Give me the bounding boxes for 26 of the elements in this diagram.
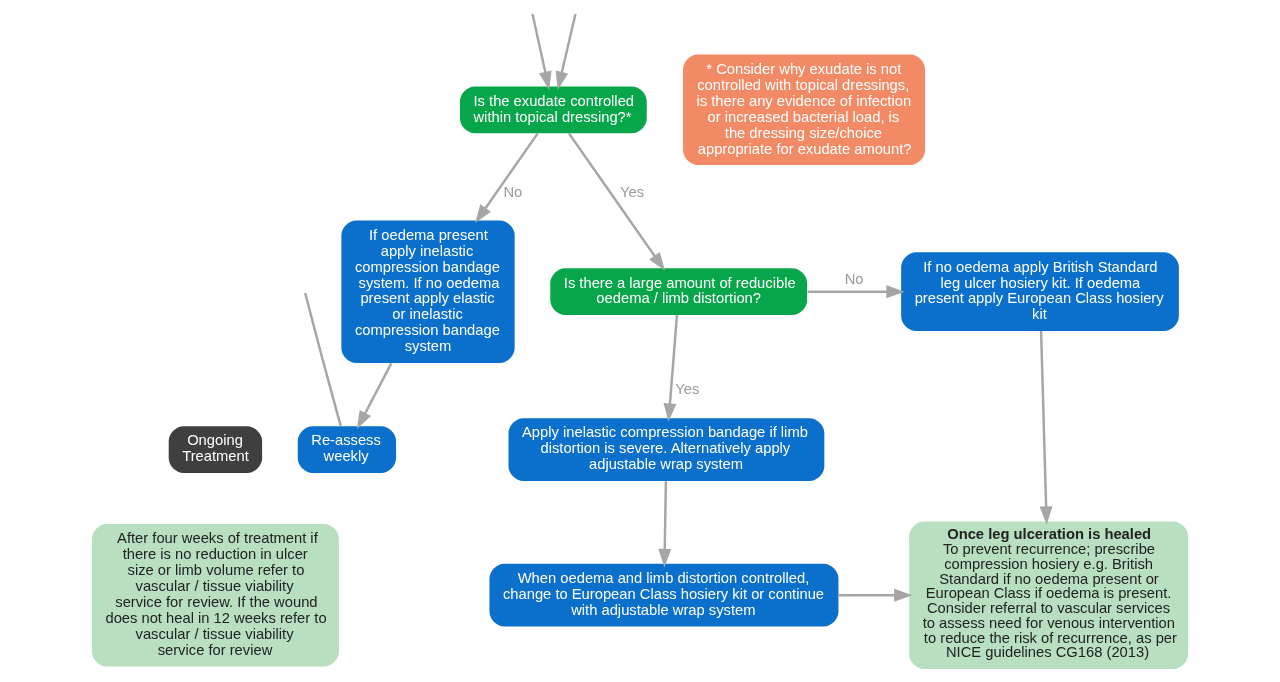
arrow: [658, 481, 672, 568]
node-box: Ongoing Treatment: [168, 426, 263, 473]
arrow: [838, 588, 913, 602]
node-box: After four weeks of treatment if there is no reduction in ulcer size or limb volume refer to vascular / tissue viability service for review. If the wound does not heal in 12 weeks refer to vascular / tissue viability service for review: [91, 523, 339, 667]
arrow: [1039, 331, 1053, 525]
node-box: * Consider why exudate is not controlled with topical dressings, is there any evidence of infection or increased bacterial load, is the dressing size/choice appropriate for exudate amount?: [683, 54, 926, 166]
edge-label: No: [503, 183, 523, 200]
node-box: Apply inelastic compression bandage if limb distortion is severe. Alternatively apply adjustable wrap system: [508, 418, 825, 481]
arrow: [807, 285, 905, 299]
edge-label: Yes: [619, 183, 645, 200]
node-box: Re-assess weekly: [297, 426, 397, 473]
edge-label: Yes: [675, 381, 700, 398]
arrow: [567, 132, 666, 271]
edge-label: No: [844, 270, 864, 287]
node-box: Is the exudate controlled within topical dressing?*: [459, 86, 647, 134]
node-box: When oedema and limb distortion controlled, change to European Class hosiery kit or continue with adjustable wrap system: [489, 563, 839, 627]
node-box: If oedema present apply inelastic compression bandage system. If no oedema present apply elastic or inelastic compression bandage system: [341, 220, 515, 363]
arrow: [356, 362, 393, 430]
arrow: [555, 13, 577, 90]
node-box: Is there a large amount of reducible oedema / limb distortion?: [550, 268, 808, 315]
arrow: [475, 132, 539, 224]
connector: [303, 292, 342, 427]
node-box: Once leg ulceration is healed To prevent recurrence; prescribe compression hosiery e.g. British Standard if no oedema present or European Class if oedema is present. Consider referral to vascular services to assess need for venous intervention to reduce the risk of recurrence, as per NICE guidelines CG168 (2013): [909, 521, 1189, 669]
arrow: [531, 13, 552, 90]
arrow: [663, 315, 679, 422]
node-box: If no oedema apply British Standard leg ulcer hosiery kit. If oedema present apply European Class hosiery kit: [901, 252, 1179, 331]
